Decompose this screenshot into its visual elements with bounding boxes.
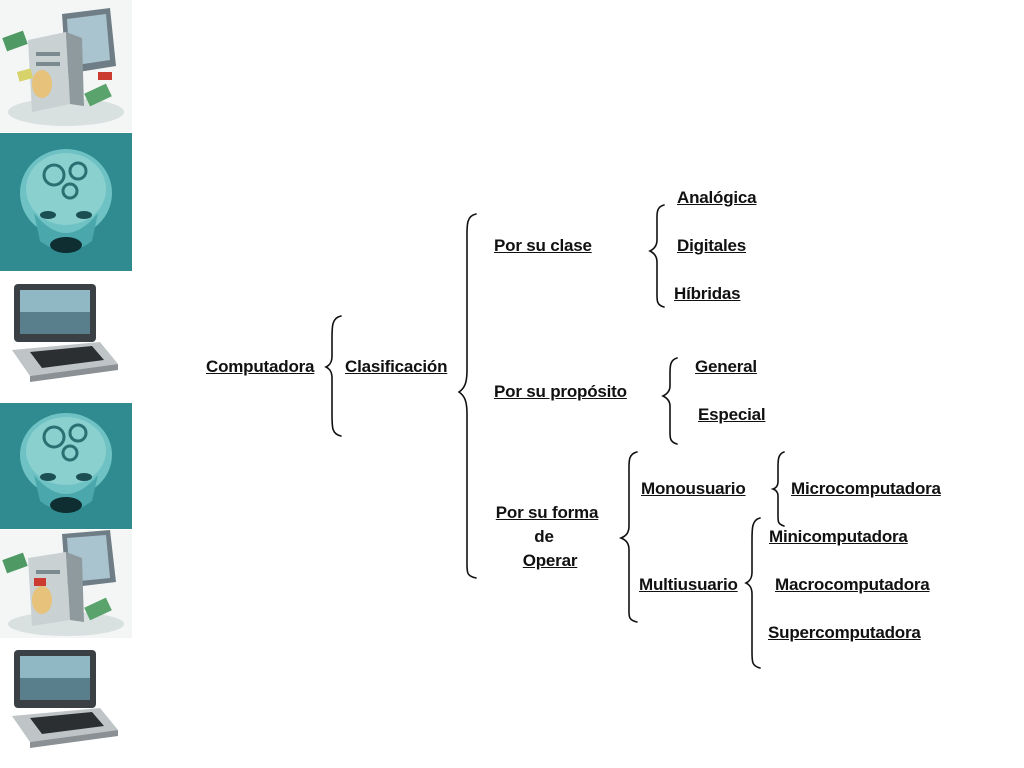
brace-class	[648, 204, 665, 308]
node-monousuario: Monousuario	[641, 479, 746, 498]
brace-multi-user	[744, 517, 761, 669]
node-por-su-forma-line1: Por su forma	[495, 503, 599, 522]
image-sidebar	[0, 0, 133, 768]
node-por-su-forma-line2: de	[534, 527, 554, 546]
robot-head-icon	[0, 133, 132, 271]
node-por-su-proposito: Por su propósito	[494, 382, 627, 401]
node-analogica: Analógica	[677, 188, 757, 207]
tablet-laptop-icon	[0, 272, 132, 402]
brace-root	[324, 315, 342, 437]
node-digitales: Digitales	[677, 236, 747, 255]
brace-single-user	[770, 451, 785, 527]
node-computadora: Computadora	[206, 357, 315, 376]
desktop-computer-icon	[0, 0, 132, 132]
node-macrocomputadora: Macrocomputadora	[775, 575, 930, 594]
brace-purpose	[661, 357, 678, 445]
node-supercomputadora: Supercomputadora	[768, 623, 921, 642]
node-por-su-forma-line3: Operar	[522, 551, 578, 570]
node-por-su-clase: Por su clase	[494, 236, 592, 255]
brace-operation	[618, 451, 638, 623]
node-multiusuario: Multiusuario	[639, 575, 738, 594]
tablet-laptop-icon	[0, 640, 132, 768]
brace-classification	[457, 213, 477, 579]
node-clasificacion: Clasificación	[345, 357, 448, 376]
node-minicomputadora: Minicomputadora	[769, 527, 908, 546]
node-hibridas: Híbridas	[674, 284, 741, 303]
node-general: General	[695, 357, 757, 376]
desktop-computer-icon	[0, 530, 132, 638]
node-microcomputadora: Microcomputadora	[791, 479, 941, 498]
robot-head-icon	[0, 403, 132, 529]
node-especial: Especial	[698, 405, 766, 424]
